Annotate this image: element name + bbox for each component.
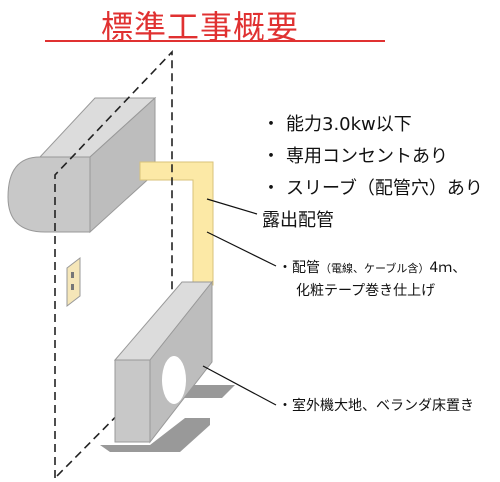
- bullet: ・: [278, 398, 292, 414]
- bullet: ・: [262, 146, 280, 167]
- indoor-unit-icon: [7, 96, 157, 234]
- piping-detail-line2: 化粧テープ巻き仕上げ: [296, 283, 436, 299]
- exposed-piping-leader: [206, 198, 258, 215]
- spec-text: スリーブ（配管穴）あり: [286, 178, 483, 199]
- title-underline: [45, 40, 385, 42]
- outdoor-text: 室外機大地、ベランダ床置き: [292, 398, 474, 414]
- outdoor-leader: [202, 365, 277, 406]
- spec-text: 専用コンセントあり: [286, 146, 448, 167]
- spec-text: 能力3.0kw以下: [286, 114, 412, 135]
- spec-item: ・専用コンセントあり: [262, 142, 448, 168]
- outdoor-unit-icon: [100, 280, 235, 452]
- bullet: ・: [262, 114, 280, 135]
- spec-item: ・スリーブ（配管穴）あり: [262, 174, 483, 200]
- bullet: ・: [262, 178, 280, 199]
- outdoor-detail: ・室外機大地、ベランダ床置き: [278, 395, 474, 417]
- piping-note-text: （電線、ケーブル含）: [320, 262, 430, 275]
- piping-length-text: 4ｍ、: [429, 260, 467, 276]
- bullet: ・: [278, 260, 292, 276]
- spec-item: ・能力3.0kw以下: [262, 110, 412, 136]
- piping-main-text: 配管: [292, 260, 320, 276]
- exposed-piping-label: 露出配管: [262, 210, 334, 231]
- piping-detail-line1: ・配管（電線、ケーブル含）4ｍ、: [278, 257, 466, 280]
- piping-leader: [206, 231, 277, 267]
- page-title: 標準工事概要: [100, 8, 299, 46]
- outlet-icon: [66, 256, 81, 308]
- pipe-icon: [139, 161, 214, 286]
